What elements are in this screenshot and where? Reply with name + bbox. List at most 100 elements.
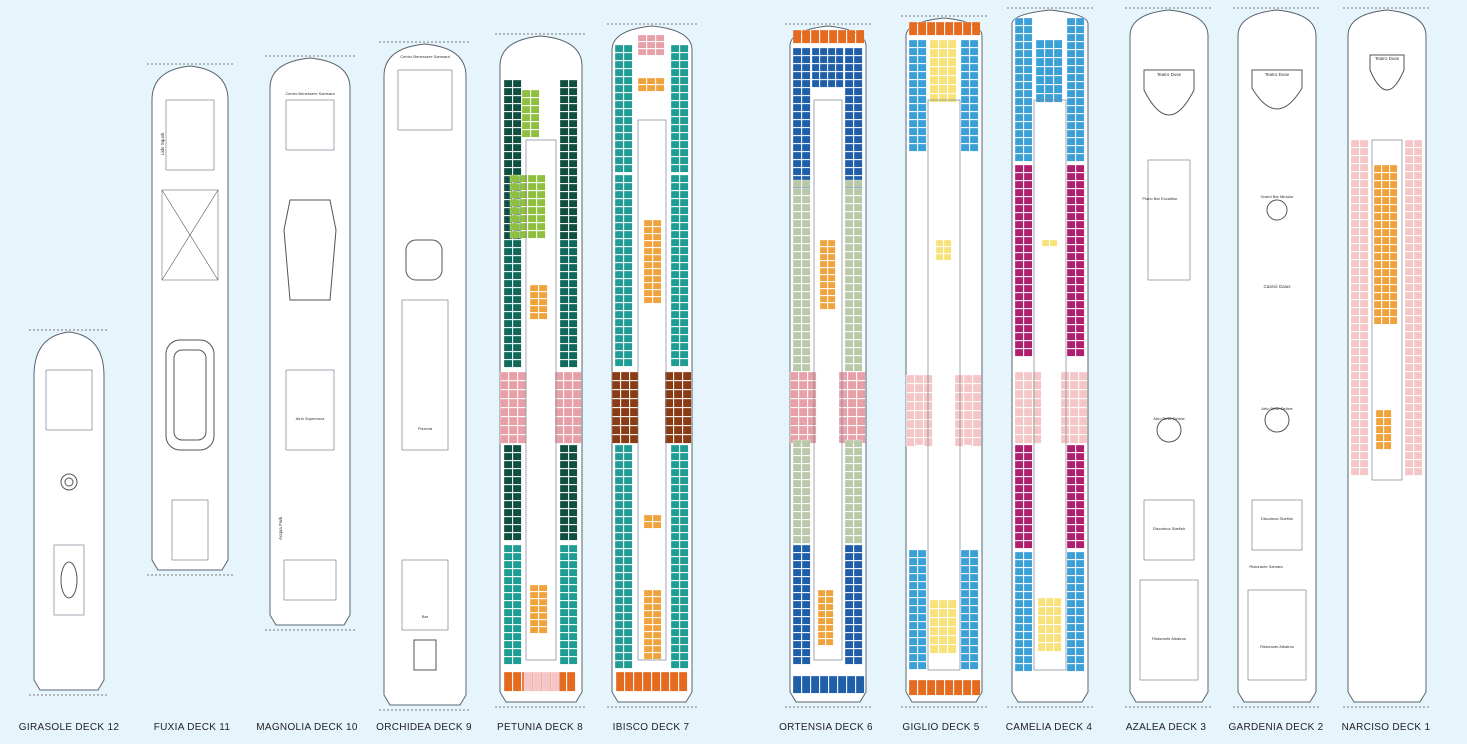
cabin-block-ortensia-fwd-r [844,63,854,72]
cabin-block-giglio-aft2-r [969,653,979,662]
cabin-block-narciso-r [1404,163,1414,172]
cabin-block-narciso-amber [1381,220,1390,229]
cabin-block-narciso-l [1350,355,1360,364]
cabin-block-giglio-yellow2 [947,644,957,654]
cabin-block-camelia-mid-r [1066,268,1076,277]
cabin-block-ibisco-mid-r [670,238,680,247]
cabin-block-ibisco-fwd-r [670,84,680,93]
cabin-block-camelia-fwd-l [1023,57,1033,66]
cabin-block-narciso-r [1404,275,1414,284]
deck-label-ortensia[interactable]: ORTENSIA DECK 6 [779,722,873,733]
deck-label-giglio[interactable]: GIGLIO DECK 5 [902,722,980,733]
cabin-block-camelia-fwd-r [1075,33,1085,42]
cabin-block-petunia-aft2-l [503,576,513,585]
cabin-block-camelia-fwd-l [1023,129,1033,138]
deck-label-camelia[interactable]: CAMELIA DECK 4 [1005,722,1093,733]
deck-outline-narciso[interactable]: Teatro Duse [1343,7,1431,708]
cabin-block-ibisco-amber [652,282,662,290]
cabin-block-ibisco-aft-l [614,644,624,653]
cabin-block-camelia-aft2-l [1023,647,1033,656]
cabin-block-camelia-aft-r [1075,484,1085,493]
deck-outline-ibisco[interactable] [607,23,697,708]
cabin-block-ortensia-aft-l [792,495,802,504]
cabin-block-ibisco-amber3 [652,617,662,625]
cabin-block-ortensia-amber2 [817,603,826,611]
cabin-block-ibisco-brown-r [682,434,692,444]
cabin-block-ibisco-aft-r [670,564,680,573]
cabin-block-petunia-fwd-l [512,127,522,136]
cabin-block-ortensia-mid-r [844,299,854,308]
cabin-block-ortensia-mid-r [853,307,863,316]
cabin-block-ortensia-mid-l [801,259,811,268]
deck-label-fuxia[interactable]: FUXIA DECK 11 [153,722,231,733]
cabin-block-ortensia-mid-l [792,347,802,356]
cabin-block-ibisco-mid-l [614,302,624,311]
cabin-block-narciso-amber [1381,212,1390,221]
cabin-block-ibisco-aft-l [614,604,624,613]
cabin-block-narciso-r [1413,435,1423,444]
deck-outline-petunia[interactable] [495,33,587,708]
cabin-block-ortensia-fwd-l [801,63,811,72]
deck-label-girasole[interactable]: GIRASOLE DECK 12 [18,722,120,733]
deck-outline-camelia[interactable] [1007,7,1093,708]
cabin-block-ortensia-fwd-r [853,151,863,160]
deck-label-gardenia[interactable]: GARDENIA DECK 2 [1228,722,1324,733]
cabin-block-petunia-aft-l [512,468,522,477]
cabin-block-ortensia-amber [819,239,828,247]
cabin-block-giglio-stern [908,679,918,696]
deck-label-orchidea[interactable]: ORCHIDEA DECK 9 [376,722,472,733]
cabin-block-ortensia-aft-r [844,487,854,496]
cabin-block-petunia-aft2-r [559,656,569,665]
deck-label-narciso[interactable]: NARCISO DECK 1 [1341,722,1431,733]
cabin-block-narciso-amber2 [1383,417,1392,426]
deck-label-petunia[interactable]: PETUNIA DECK 8 [497,722,583,733]
cabin-block-ortensia-mid-l [792,187,802,196]
cabin-block-ortensia-amber [819,246,828,254]
cabin-block-ibisco-mid-l [623,294,633,303]
cabin-block-ortensia-aft2-l [801,560,811,569]
cabin-block-giglio-aft2-r [960,557,970,566]
cabin-block-camelia-aft2-l [1023,599,1033,608]
cabin-block-ibisco-aft-r [670,484,680,493]
deck-label-ibisco[interactable]: IBISCO DECK 7 [612,722,690,733]
cabin-block-petunia-aft-l [512,476,522,485]
deck-label-magnolia[interactable]: MAGNOLIA DECK 10 [256,722,358,733]
cabin-block-camelia-aft2-r [1075,631,1085,640]
cabin-block-petunia-aft-r [559,484,569,493]
cabin-block-narciso-r [1404,299,1414,308]
cabin-block-narciso-l [1359,347,1369,356]
deck-outline-ortensia[interactable] [785,23,871,708]
cabin-block-camelia-pink-r [1069,407,1079,417]
cabin-block-ortensia-fwd-r [853,47,863,56]
venue-label-gardenia-mirador: Grand Bar Mirador [1260,194,1294,199]
cabin-block-camelia-mid-l [1023,180,1033,189]
deck-label-azalea[interactable]: AZALEA DECK 3 [1125,722,1207,733]
deck-outline-girasole[interactable] [29,329,109,696]
cabin-block-ibisco-brown-r [682,407,692,417]
cabin-block-giglio-fwd-l [908,119,918,128]
cabin-block-ortensia-pink-l [789,398,799,408]
cabin-block-ortensia-aft-l [792,527,802,536]
gardenia-mirador [1266,199,1288,221]
cabin-block-petunia-amber [529,291,539,299]
cabin-block-petunia-fwd-r [559,111,569,120]
cabin-block-petunia-amber [538,298,548,306]
cabin-block-camelia-aft-r [1075,452,1085,461]
deck-outline-fuxia[interactable]: Lido Squok [147,63,233,576]
cabin-block-ortensia-aft-r [853,439,863,448]
cabin-block-petunia-aft-r [559,492,569,501]
cabin-block-petunia-pink-r [563,398,573,408]
cabin-block-camelia-aft2-r [1066,591,1076,600]
deck-outline-giglio[interactable] [901,15,987,708]
cabin-block-ibisco-mid-r [670,286,680,295]
cabin-block-narciso-r [1413,283,1423,292]
cabin-block-ortensia-mid-r [844,227,854,236]
cabin-block-camelia-mid-r [1066,308,1076,317]
cabin-block-petunia-mid-r [568,271,578,280]
cabin-block-petunia-fwd-l [503,79,513,88]
cabin-block-ortensia-aft2-r [844,584,854,593]
